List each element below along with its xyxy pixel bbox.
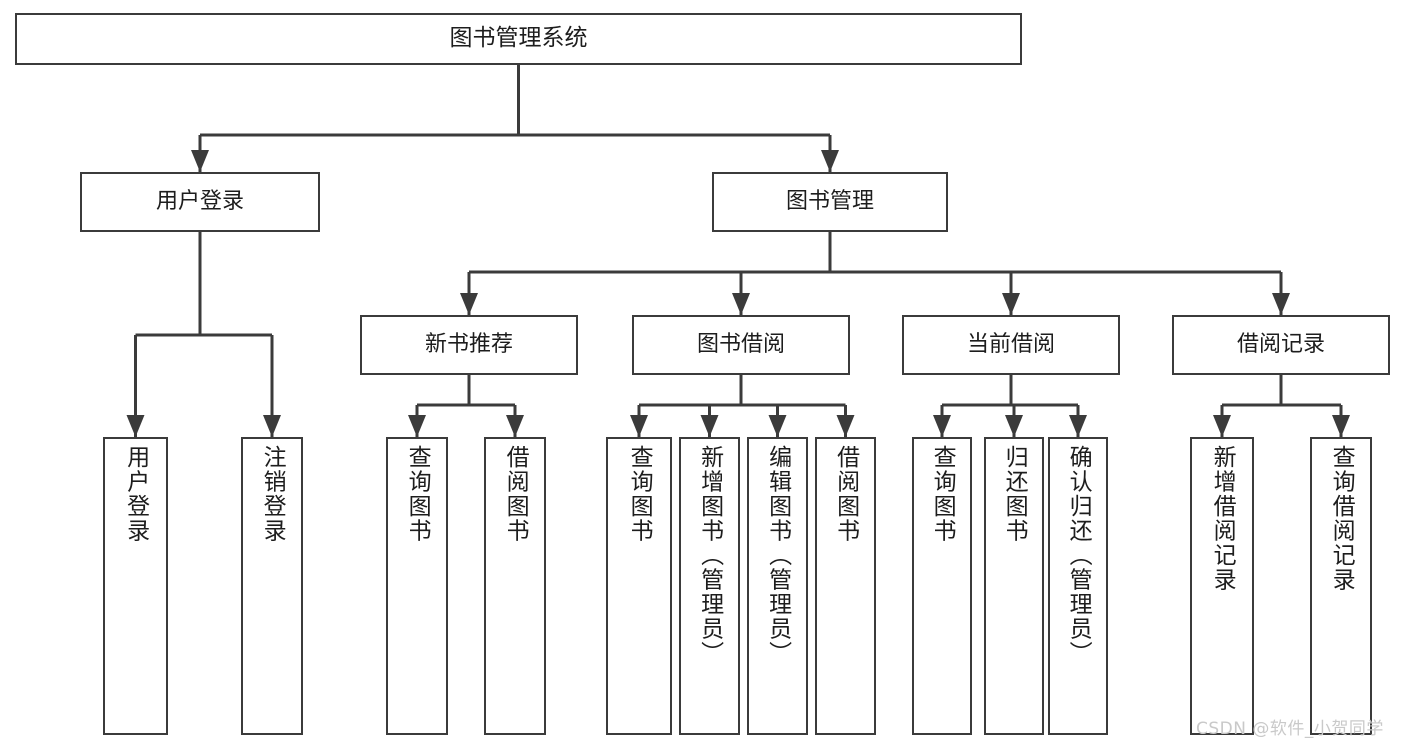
node-label: 查询图书	[626, 445, 653, 543]
edge-arrowhead	[1069, 415, 1087, 437]
edge-arrowhead	[460, 293, 478, 315]
node-records[interactable]: 借阅记录	[1172, 315, 1390, 375]
node-label: 编辑图书（管理员）	[764, 445, 791, 666]
edge-arrowhead	[732, 293, 750, 315]
edge-arrowhead	[1213, 415, 1231, 437]
node-label: 注销登录	[259, 445, 286, 543]
node-bookmgr[interactable]: 图书管理	[712, 172, 948, 232]
node-l-cur-1[interactable]: 查询图书	[912, 437, 972, 735]
node-label: 用户登录	[122, 445, 149, 543]
node-l-bor-1[interactable]: 查询图书	[606, 437, 672, 735]
node-l-rec-1[interactable]: 新增借阅记录	[1190, 437, 1254, 735]
node-label: 图书管理	[785, 189, 874, 215]
node-login[interactable]: 用户登录	[80, 172, 320, 232]
node-l-login-2[interactable]: 注销登录	[241, 437, 303, 735]
edge-arrowhead	[263, 415, 281, 437]
edge-arrowhead	[191, 150, 209, 172]
edge-arrowhead	[821, 150, 839, 172]
node-label: 归还图书	[1001, 445, 1028, 543]
edge-arrowhead	[630, 415, 648, 437]
csdn-watermark: CSDN @软件_小贺同学	[1196, 719, 1384, 739]
node-l-bor-4[interactable]: 借阅图书	[815, 437, 876, 735]
edge-arrowhead	[836, 415, 855, 437]
node-label: 新书推荐	[424, 332, 513, 358]
node-label: 用户登录	[155, 189, 244, 215]
node-label: 新增借阅记录	[1209, 445, 1236, 592]
edge-arrowhead	[700, 415, 719, 437]
node-label: 借阅图书	[832, 445, 859, 543]
node-root[interactable]: 图书管理系统	[15, 13, 1022, 65]
edge-arrowhead	[1272, 293, 1290, 315]
node-l-cur-3[interactable]: 确认归还（管理员）	[1048, 437, 1108, 735]
edge-arrowhead	[1005, 415, 1023, 437]
node-l-cur-2[interactable]: 归还图书	[984, 437, 1044, 735]
node-label: 借阅图书	[502, 445, 529, 543]
node-label: 查询图书	[929, 445, 956, 543]
node-l-login-1[interactable]: 用户登录	[103, 437, 168, 735]
node-l-new-1[interactable]: 查询图书	[386, 437, 448, 735]
node-l-bor-3[interactable]: 编辑图书（管理员）	[747, 437, 808, 735]
edge-arrowhead	[1002, 293, 1020, 315]
node-label: 查询借阅记录	[1328, 445, 1355, 592]
node-label: 当前借阅	[966, 332, 1055, 358]
node-l-bor-2[interactable]: 新增图书（管理员）	[679, 437, 740, 735]
node-label: 新增图书（管理员）	[696, 445, 723, 666]
edge-arrowhead	[1332, 415, 1350, 437]
node-label: 借阅记录	[1236, 332, 1325, 358]
node-borrow[interactable]: 图书借阅	[632, 315, 850, 375]
node-label: 图书管理系统	[449, 25, 588, 52]
node-current[interactable]: 当前借阅	[902, 315, 1120, 375]
node-l-new-2[interactable]: 借阅图书	[484, 437, 546, 735]
edge-arrowhead	[126, 415, 145, 437]
node-label: 确认归还（管理员）	[1065, 445, 1092, 666]
node-label: 查询图书	[404, 445, 431, 543]
edge-arrowhead	[768, 415, 787, 437]
node-l-rec-2[interactable]: 查询借阅记录	[1310, 437, 1372, 735]
node-label: 图书借阅	[696, 332, 785, 358]
node-newbook[interactable]: 新书推荐	[360, 315, 578, 375]
edge-arrowhead	[933, 415, 951, 437]
edge-arrowhead	[408, 415, 426, 437]
edge-arrowhead	[506, 415, 524, 437]
